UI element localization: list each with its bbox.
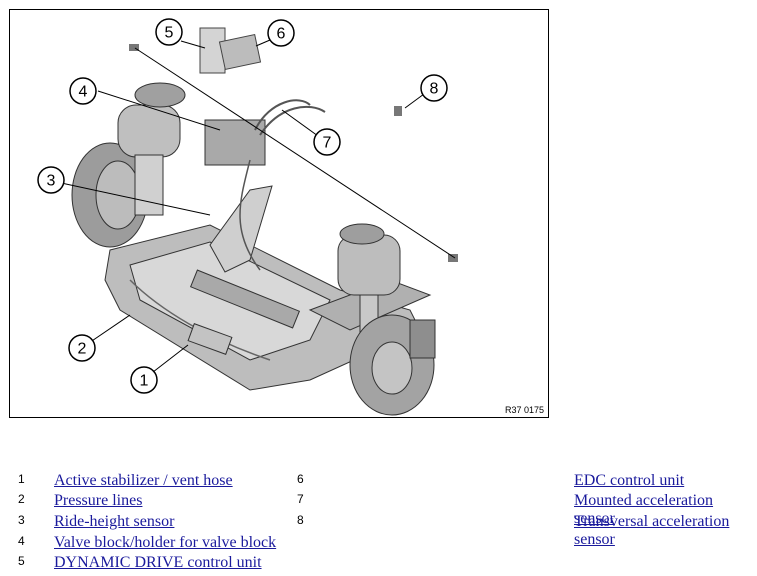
legend-number: 6 (297, 472, 304, 486)
legend-link-dynamic-drive[interactable]: DYNAMIC DRIVE control unit (54, 554, 262, 571)
diagram-figure: 1 2 3 4 5 6 7 8 R37 0175 (9, 9, 549, 418)
callout-6: 6 (277, 26, 286, 43)
callout-7: 7 (323, 135, 332, 152)
legend-number: 1 (18, 472, 25, 486)
callout-4: 4 (79, 84, 88, 101)
legend-number: 5 (18, 554, 25, 568)
legend-number: 8 (297, 513, 304, 527)
callout-5: 5 (165, 25, 174, 42)
legend-link-pressure-lines[interactable]: Pressure lines (54, 492, 143, 509)
sensor-7-right (448, 254, 458, 262)
sensor-8 (394, 106, 402, 116)
sensor-7-left (129, 44, 139, 51)
callout-1: 1 (140, 373, 149, 390)
legend-link-transversal-acceleration-sensor[interactable]: Transversal acceleration sensor (574, 513, 730, 548)
legend-number: 4 (18, 534, 25, 548)
figure-reference-code: R37 0175 (504, 405, 544, 415)
suspension-illustration: 1 2 3 4 5 6 7 8 (37, 18, 458, 416)
legend-link-valve-block[interactable]: Valve block/holder for valve block (54, 534, 277, 551)
legend-number: 7 (297, 492, 304, 506)
legend-link-edc-control-unit[interactable]: EDC control unit (574, 472, 685, 489)
callout-3: 3 (47, 173, 56, 190)
callout-2: 2 (78, 341, 87, 358)
legend-number: 3 (18, 513, 25, 527)
legend-link-ride-height-sensor[interactable]: Ride-height sensor (54, 513, 175, 530)
legend-number: 2 (18, 492, 25, 506)
legend-link-active-stabilizer[interactable]: Active stabilizer / vent hose (54, 472, 233, 489)
callout-8: 8 (430, 81, 439, 98)
legend-link-mounted-acceleration-sensor[interactable]: Mounted acceleration sensor (574, 492, 714, 527)
